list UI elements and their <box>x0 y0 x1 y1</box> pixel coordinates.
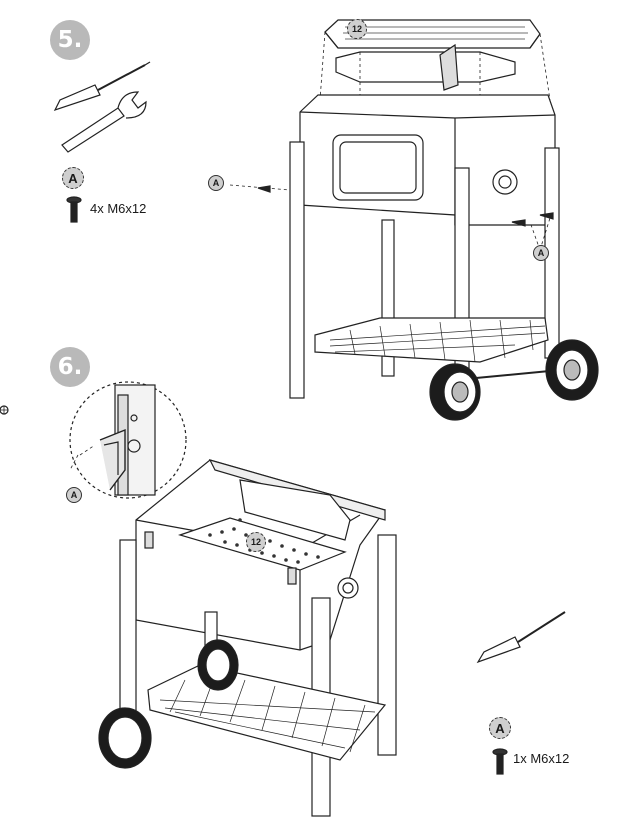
callout-ref-a: A <box>533 245 549 261</box>
hardware-quantity: 1x M6x12 <box>513 751 570 766</box>
bolt-icon <box>492 748 508 775</box>
wheel <box>98 707 152 769</box>
callout-ref-a: A <box>208 175 224 191</box>
step5-grill <box>229 19 599 421</box>
bolt-icon <box>66 196 82 223</box>
registration-mark-icon <box>0 405 9 415</box>
hardware-label: A <box>62 167 84 189</box>
callout-ref-a: A <box>66 487 82 503</box>
callout-part-number: 12 <box>347 19 367 39</box>
detail-zoom-circle <box>69 381 187 499</box>
wheel <box>197 639 239 691</box>
step-number-5: 5. <box>50 20 90 60</box>
step6-grill <box>98 459 397 817</box>
wheel <box>545 339 599 401</box>
screwdriver-icon <box>476 611 566 664</box>
hardware-quantity: 4x M6x12 <box>90 201 147 216</box>
step-number-6: 6. <box>50 347 90 387</box>
hardware-label: A <box>489 717 511 739</box>
wheel <box>429 363 481 421</box>
screwdriver-icon <box>53 61 151 112</box>
wrench-icon <box>61 91 147 153</box>
callout-part-number: 12 <box>246 532 266 552</box>
